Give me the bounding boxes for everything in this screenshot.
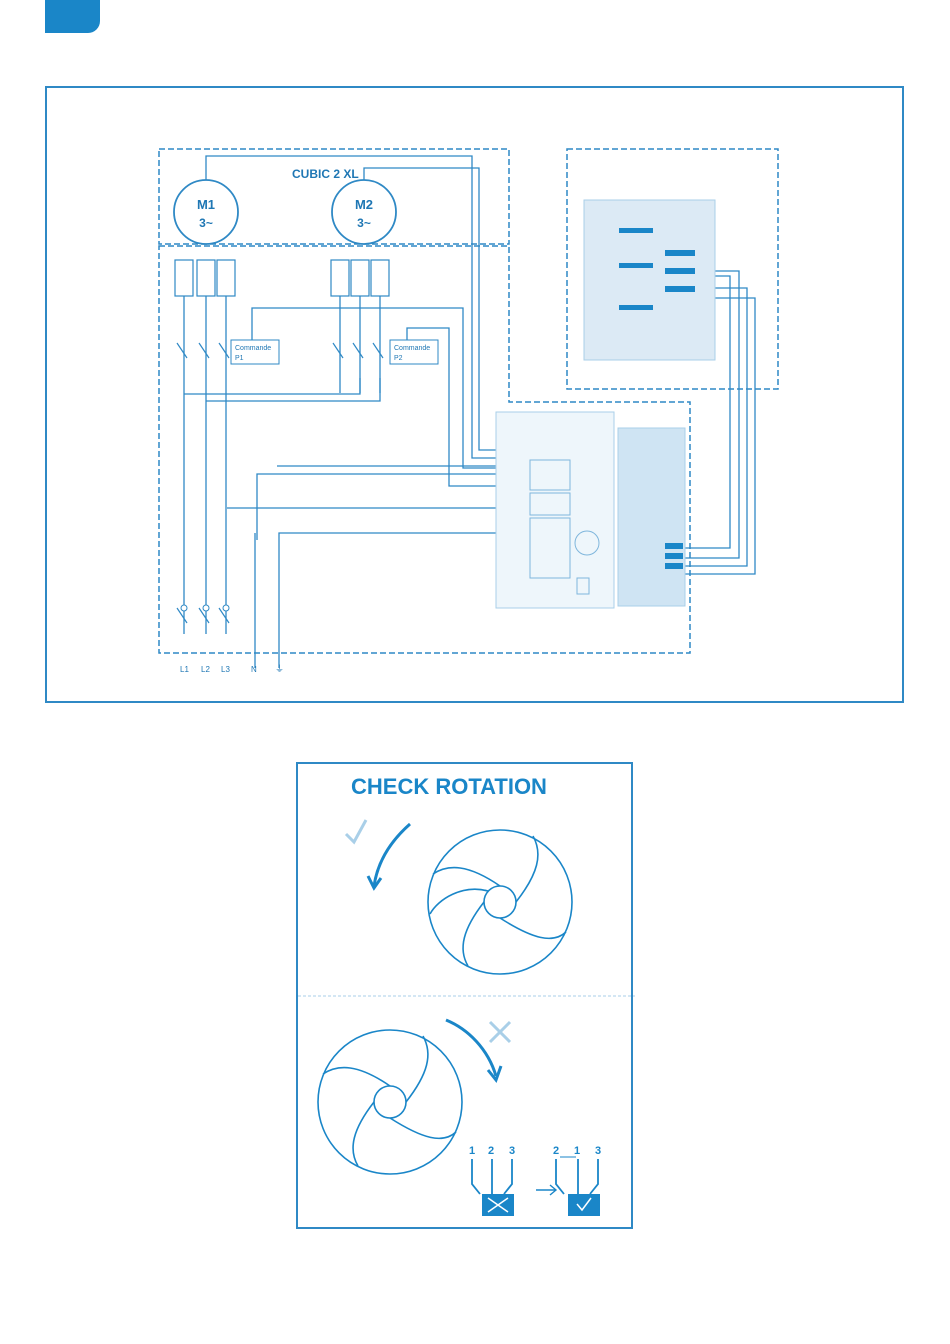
supply-earth: ⏚ xyxy=(275,664,284,674)
supply-n: N xyxy=(251,665,257,674)
motor2-name: M2 xyxy=(355,197,373,212)
fan-wrong-icon xyxy=(318,1030,462,1174)
command-p2: Commande P2 xyxy=(390,340,438,364)
arrow-ccw-icon xyxy=(374,824,410,886)
fan-correct-icon xyxy=(428,830,572,974)
svg-text:3: 3 xyxy=(595,1145,601,1157)
check-icon xyxy=(346,820,366,842)
wiring-diagram-frame: M1 3~ M2 3~ CUBIC 2 XL xyxy=(45,86,904,703)
motor1-phase: 3~ xyxy=(199,216,213,230)
svg-text:1: 1 xyxy=(574,1145,580,1157)
command-p1: Commande P1 xyxy=(231,340,279,364)
cross-icon xyxy=(490,1022,510,1042)
supply-l3: L3 xyxy=(221,665,230,674)
corner-tab xyxy=(45,0,100,33)
control-board xyxy=(496,412,614,608)
svg-text:2: 2 xyxy=(488,1145,494,1157)
check-rotation-illustration: CHECK ROTATION 1 2 3 xyxy=(298,764,635,1231)
external-board xyxy=(584,200,715,360)
svg-text:1: 1 xyxy=(469,1145,475,1157)
check-rotation-panel: CHECK ROTATION 1 2 3 xyxy=(296,762,633,1229)
motor1-name: M1 xyxy=(197,197,215,212)
motor2-phase: 3~ xyxy=(357,216,371,230)
correct-connection-box xyxy=(568,1194,600,1216)
wiring-diagram: M1 3~ M2 3~ CUBIC 2 XL xyxy=(47,88,906,705)
motor-m2: M2 3~ xyxy=(332,180,396,244)
svg-text:Commande: Commande xyxy=(394,345,430,352)
svg-text:3: 3 xyxy=(509,1145,515,1157)
supply-l2: L2 xyxy=(201,665,210,674)
svg-text:P2: P2 xyxy=(394,355,403,362)
motor-m1: M1 3~ xyxy=(174,180,238,244)
unit-label: CUBIC 2 XL xyxy=(292,167,359,181)
supply-l1: L1 xyxy=(180,665,189,674)
rotation-title: CHECK ROTATION xyxy=(351,774,547,799)
svg-text:2: 2 xyxy=(553,1145,559,1157)
svg-text:Commande: Commande xyxy=(235,345,271,352)
svg-text:P1: P1 xyxy=(235,355,244,362)
arrow-right-icon xyxy=(536,1185,556,1195)
terminal-board xyxy=(618,428,685,606)
